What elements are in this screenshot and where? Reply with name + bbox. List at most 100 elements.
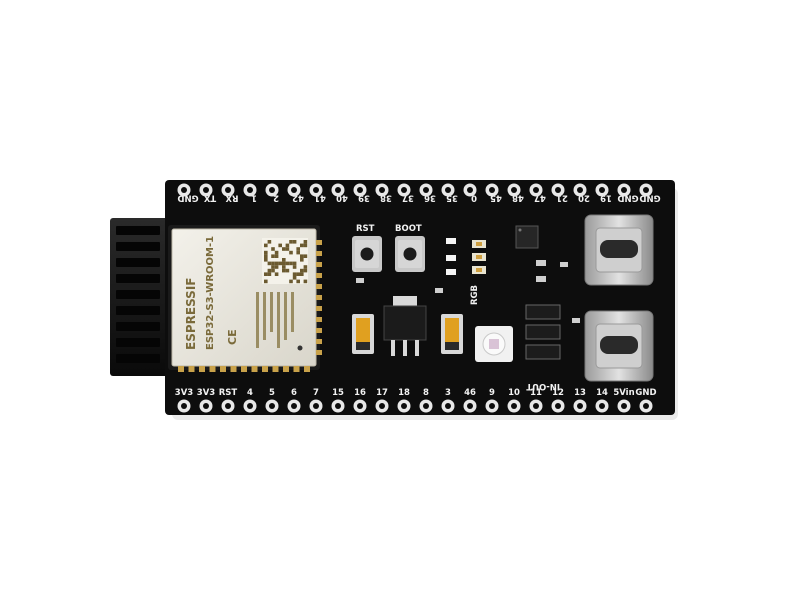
voltage-regulator — [383, 296, 427, 356]
header-pin-top — [375, 183, 389, 197]
header-pin-bottom — [551, 399, 565, 413]
esp32-module: ESPRESSIF ESP32-S3-WROOM-1 CE — [168, 225, 322, 372]
header-pin-bottom — [419, 399, 433, 413]
top-pin-label: GND — [639, 192, 660, 202]
bottom-pin-label: 13 — [574, 388, 586, 398]
usb-c-port-lower[interactable] — [584, 310, 654, 382]
header-pin-top — [199, 183, 213, 197]
uart-chip — [515, 225, 539, 249]
boot-label: BOOT — [395, 224, 422, 234]
top-pin-label: 19 — [600, 192, 612, 202]
usb-c-port-upper[interactable] — [584, 214, 654, 286]
pin1-dot — [297, 345, 303, 351]
top-pin-label: 39 — [358, 192, 370, 202]
header-pin-top — [639, 183, 653, 197]
header-pin-bottom — [309, 399, 323, 413]
bottom-pin-label: 8 — [423, 388, 429, 398]
module-model: ESP32-S3-WROOM-1 — [205, 236, 216, 350]
boot-button[interactable] — [395, 236, 425, 272]
header-pin-top — [507, 183, 521, 197]
header-pin-top — [617, 183, 631, 197]
top-pin-label: 41 — [314, 192, 326, 202]
top-pin-label: GND — [177, 192, 198, 202]
top-pin-label: 45 — [490, 192, 502, 202]
bottom-pin-label: 17 — [376, 388, 388, 398]
header-pin-bottom — [287, 399, 301, 413]
top-pin-label: 21 — [556, 192, 568, 202]
rst-label: RST — [356, 224, 375, 234]
rst-button[interactable] — [352, 236, 382, 272]
bottom-pin-label: 6 — [291, 388, 297, 398]
tantalum-capacitor-right — [441, 314, 463, 354]
header-pin-bottom — [265, 399, 279, 413]
header-pin-bottom — [595, 399, 609, 413]
top-pin-label: 40 — [336, 192, 348, 202]
bottom-pin-label: 5Vin — [613, 388, 634, 398]
module-brand: ESPRESSIF — [184, 278, 198, 350]
header-pin-top — [397, 183, 411, 197]
header-pin-bottom — [441, 399, 455, 413]
header-pin-bottom — [463, 399, 477, 413]
bottom-pin-label: 10 — [508, 388, 520, 398]
header-pin-bottom — [573, 399, 587, 413]
header-pin-top — [529, 183, 543, 197]
top-pin-label: 48 — [512, 192, 524, 202]
header-pin-top — [463, 183, 477, 197]
header-pin-top — [265, 183, 279, 197]
status-leds — [446, 238, 486, 275]
header-pin-top — [419, 183, 433, 197]
qr-code — [262, 238, 308, 284]
ce-mark: CE — [226, 329, 239, 345]
bottom-pin-label: 4 — [247, 388, 253, 398]
header-pin-top — [441, 183, 455, 197]
bottom-pin-label: 3V3 — [175, 388, 193, 398]
top-pin-label: TX — [203, 192, 216, 202]
bottom-pin-label: 16 — [354, 388, 366, 398]
top-pin-label: 38 — [380, 192, 392, 202]
header-pin-top — [243, 183, 257, 197]
header-pin-top — [551, 183, 565, 197]
top-pin-label: 2 — [273, 192, 279, 202]
bottom-pin-label: 3V3 — [197, 388, 215, 398]
header-pin-top — [485, 183, 499, 197]
header-pin-bottom — [639, 399, 653, 413]
header-pin-top — [287, 183, 301, 197]
header-pin-bottom — [375, 399, 389, 413]
header-pin-top — [331, 183, 345, 197]
top-pin-label: GND — [617, 192, 638, 202]
bottom-pin-label: 5 — [269, 388, 275, 398]
bottom-pin-label: 15 — [332, 388, 344, 398]
bottom-pin-label: 9 — [489, 388, 495, 398]
header-pin-bottom — [177, 399, 191, 413]
top-pin-label: 35 — [446, 192, 458, 202]
header-pin-bottom — [221, 399, 235, 413]
bottom-pin-label: 14 — [596, 388, 608, 398]
header-pin-top — [595, 183, 609, 197]
header-pin-bottom — [529, 399, 543, 413]
usb-in-out-label: IN-OUT — [526, 381, 560, 391]
top-pin-label: 47 — [534, 192, 546, 202]
header-pin-bottom — [617, 399, 631, 413]
top-pin-label: 0 — [471, 192, 477, 202]
top-pin-label: 1 — [251, 192, 257, 202]
header-pin-bottom — [331, 399, 345, 413]
top-pin-label: 20 — [578, 192, 590, 202]
rgb-label: RGB — [470, 285, 480, 305]
header-pin-top — [573, 183, 587, 197]
header-pin-top — [177, 183, 191, 197]
top-pin-label: 42 — [292, 192, 304, 202]
diodes — [356, 260, 580, 360]
bottom-pin-label: 18 — [398, 388, 410, 398]
top-pin-label: 37 — [402, 192, 414, 202]
header-pin-top — [353, 183, 367, 197]
header-pin-bottom — [397, 399, 411, 413]
rgb-led — [475, 326, 513, 362]
header-pin-bottom — [507, 399, 521, 413]
top-pin-label: 36 — [424, 192, 436, 202]
bottom-pin-label: 46 — [464, 388, 476, 398]
header-pin-bottom — [485, 399, 499, 413]
bottom-pin-label: GND — [635, 388, 656, 398]
bottom-pin-label: 3 — [445, 388, 451, 398]
bottom-pin-label: 11 — [530, 388, 542, 398]
